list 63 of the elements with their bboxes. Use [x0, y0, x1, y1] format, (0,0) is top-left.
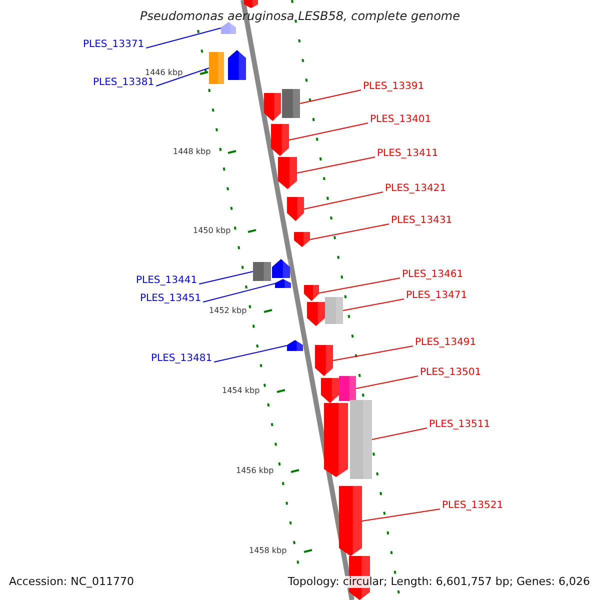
leader-line [342, 298, 404, 311]
gene-label: PLES_13451 [140, 293, 202, 305]
gene-feature [321, 378, 339, 403]
leader-line [156, 68, 210, 86]
gene-feature [278, 157, 297, 189]
gene-label: PLES_13421 [385, 183, 446, 195]
gene-block [325, 297, 343, 324]
gene-label: PLES_13381 [93, 77, 154, 89]
scale-label: 1454 kbp [222, 386, 260, 396]
leader-line [198, 271, 254, 284]
gene-feature [264, 93, 281, 121]
scale-label: 1446 kbp [145, 68, 183, 78]
gene-label: PLES_13441 [136, 275, 198, 287]
scale-label: 1452 kbp [209, 306, 247, 316]
leader-line [356, 376, 418, 389]
scale-label: 1458 kbp [249, 546, 287, 556]
scale-label: 1448 kbp [173, 147, 211, 157]
gene-label: PLES_13491 [415, 337, 476, 349]
leader-line [202, 283, 276, 302]
gene-feature [339, 486, 362, 556]
gene-label: PLES_13511 [429, 419, 490, 431]
gene-label: PLES_13481 [151, 353, 212, 365]
gene-block [350, 400, 372, 479]
scale-label: 1456 kbp [236, 466, 274, 476]
gene-label: PLES_13371 [83, 39, 144, 51]
gene-feature [228, 50, 246, 80]
leader-line [304, 192, 384, 210]
leader-line [300, 90, 362, 104]
gene-feature [271, 124, 289, 156]
gene-label: PLES_13471 [406, 290, 468, 302]
gene-label: PLES_13401 [370, 114, 432, 126]
leader-line [146, 28, 222, 48]
leader-line [362, 508, 440, 522]
gene-feature [294, 232, 310, 247]
gene-label: PLES_13501 [420, 367, 482, 379]
footer-text: Topology: circular; Length: 6,601,757 bp; Genes: 6,026 [288, 576, 590, 588]
gene-feature [315, 345, 333, 376]
leader-line [372, 428, 428, 440]
gene-label: PLES_13521 [442, 500, 504, 512]
gene-label: PLES_13461 [402, 269, 464, 281]
scale-label: 1450 kbp [193, 226, 231, 236]
title: Pseudomonas aeruginosa LESB58, complete genome [139, 10, 461, 22]
gene-block [253, 262, 271, 281]
leader-line [318, 278, 400, 294]
gene-feature [275, 279, 291, 288]
gene-block [209, 52, 224, 84]
gene-label: PLES_13411 [377, 148, 438, 160]
leader-line [310, 224, 390, 240]
gene-block [282, 89, 300, 118]
gene-feature [287, 340, 303, 351]
gene-feature [244, 0, 258, 8]
gene-feature [221, 22, 236, 34]
leader-line [332, 346, 414, 361]
gene-block [339, 376, 356, 401]
gene-feature [307, 302, 325, 326]
gene-label: PLES_13431 [391, 215, 452, 227]
gene-feature [304, 285, 319, 301]
leader-line [288, 122, 368, 140]
footer-text: Accession: NC_011770 [9, 576, 134, 588]
gene-feature [287, 197, 304, 221]
leader-line [214, 345, 288, 362]
gene-label: PLES_13391 [363, 81, 424, 93]
leader-line [296, 156, 376, 174]
